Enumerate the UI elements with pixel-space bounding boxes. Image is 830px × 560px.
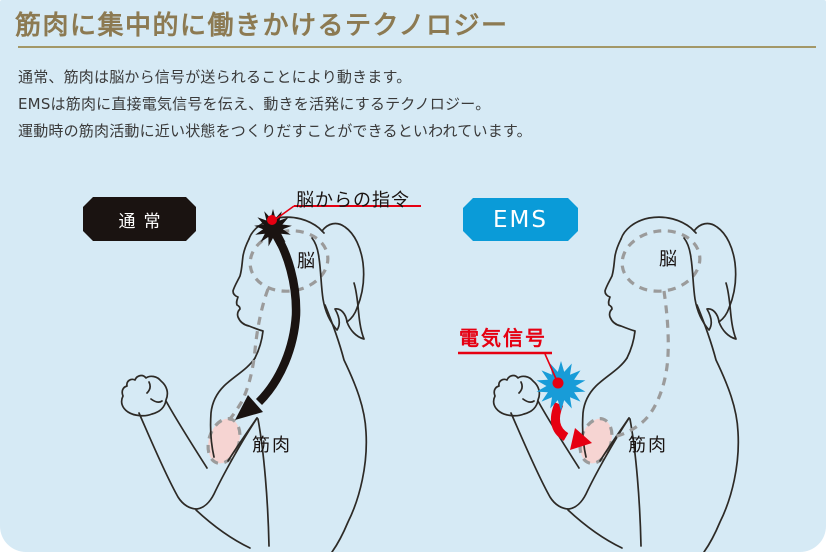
figure-normal	[120, 215, 368, 552]
intro-line-2: EMSは筋肉に直接電気信号を伝え、動きを活発にするテクノロジー。	[18, 95, 491, 113]
nerve-path-dashed-normal	[226, 288, 270, 423]
brain-burst-icon	[254, 209, 292, 247]
figure-ems	[492, 215, 740, 552]
ems-burst-dot	[552, 377, 564, 389]
brain-command-annotation: 脳からの指令	[296, 190, 410, 211]
page-title: 筋肉に集中的に働きかけるテクノロジー	[15, 11, 509, 41]
ems-burst-icon	[536, 361, 586, 411]
nerve-path-dashed-ems	[613, 290, 670, 439]
ems-signal-arrow-shaft	[550, 402, 569, 441]
intro-line-3: 運動時の筋肉活動に近い状態をつくりだすことができるといわれています。	[18, 122, 532, 140]
ems-signal-arrowhead	[570, 428, 592, 450]
esignal-annotation-pointer-line	[544, 353, 558, 382]
muscle-label-ems: 筋肉	[628, 435, 668, 456]
normal-badge: 通常	[83, 197, 196, 241]
brain-signal-arrowhead	[235, 395, 263, 420]
title-divider	[18, 46, 816, 48]
intro-line-1: 通常、筋肉は脳から信号が送られることにより動きます。	[18, 68, 412, 86]
ems-badge: EMS	[463, 198, 578, 241]
brain-label-normal: 脳	[297, 251, 315, 272]
brain-label-ems: 脳	[659, 249, 677, 270]
brain-burst-dot	[267, 215, 277, 225]
electric-signal-annotation: 電気信号	[459, 326, 547, 350]
command-annotation-pointer-line	[275, 205, 295, 220]
brain-signal-arrow-shaft	[255, 229, 301, 406]
muscle-label-normal: 筋肉	[252, 435, 292, 456]
